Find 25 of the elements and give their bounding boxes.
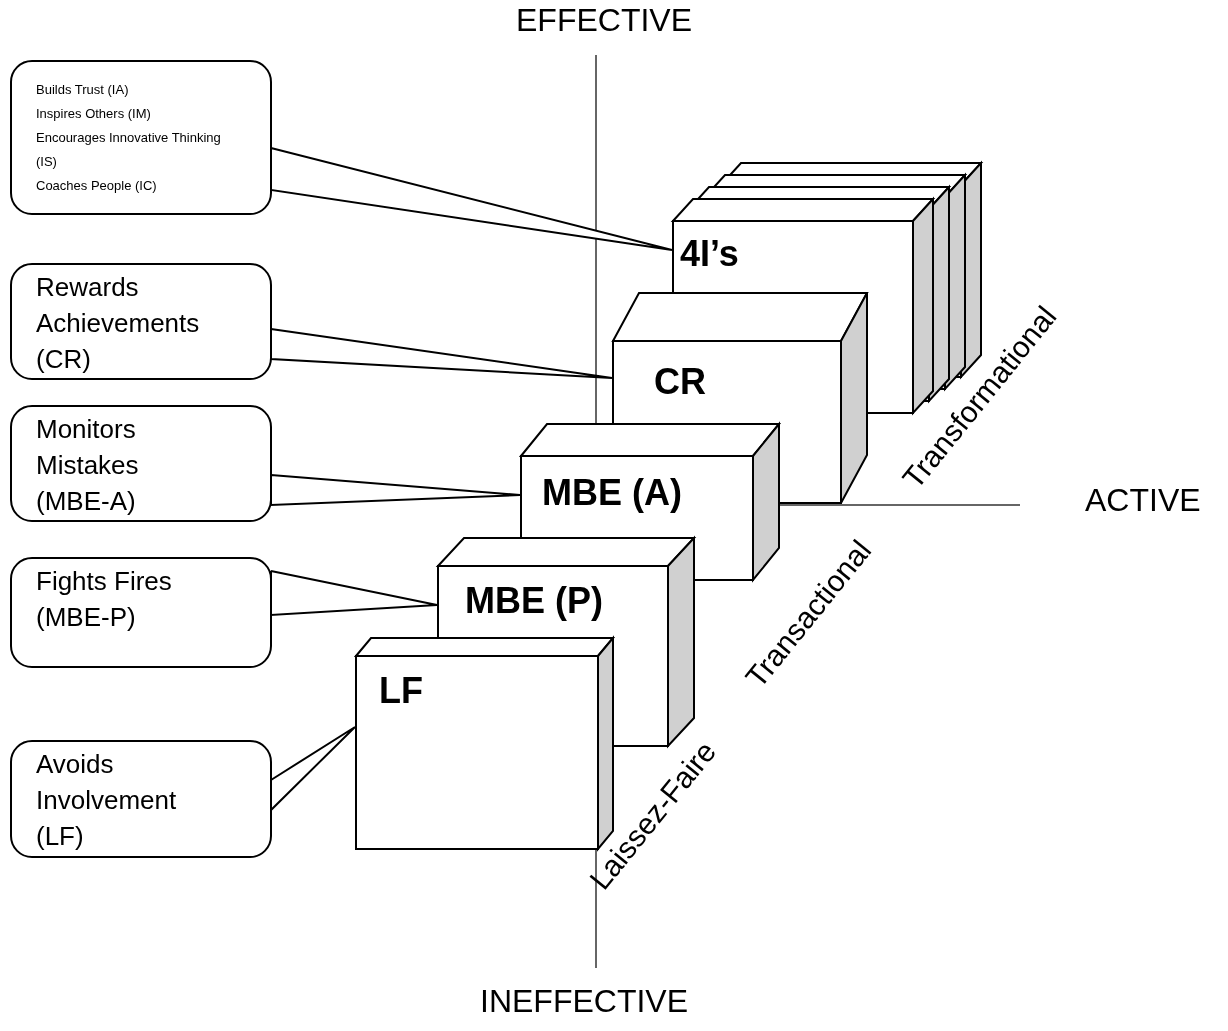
callout-text: Encourages Innovative Thinking (IS) [36,129,222,171]
block-label: LF [379,673,423,709]
callout-bubble [10,263,272,380]
callout-text: Coaches People (IC) [36,177,158,195]
callout-bubble [10,405,272,522]
block-label: MBE (P) [465,583,603,619]
callout-text: Avoids Involvement (LF) [36,748,178,853]
callout-text: Fights Fires (MBE-P) [36,565,173,634]
axis-label: EFFECTIVE [516,4,692,36]
callout-text: Builds Trust (IA) [36,81,130,99]
block-label: 4I’s [680,236,739,272]
callout-text: Monitors Mistakes (MBE-A) [36,413,140,518]
callout-bubble [10,557,272,668]
block-label: MBE (A) [542,475,682,511]
axis-label: ACTIVE [1085,484,1201,516]
callout-text: Inspires Others (IM) [36,105,152,123]
callout-bubble [10,60,272,215]
callout-pointer [270,570,438,617]
axis-label: INEFFECTIVE [480,985,688,1017]
callout-pointer [270,726,356,813]
callout-pointer [270,147,673,251]
callout-pointer [270,474,521,507]
callout-pointer [270,328,613,379]
block-label: CR [654,364,706,400]
callout-text: Rewards Achievements (CR) [36,271,201,376]
